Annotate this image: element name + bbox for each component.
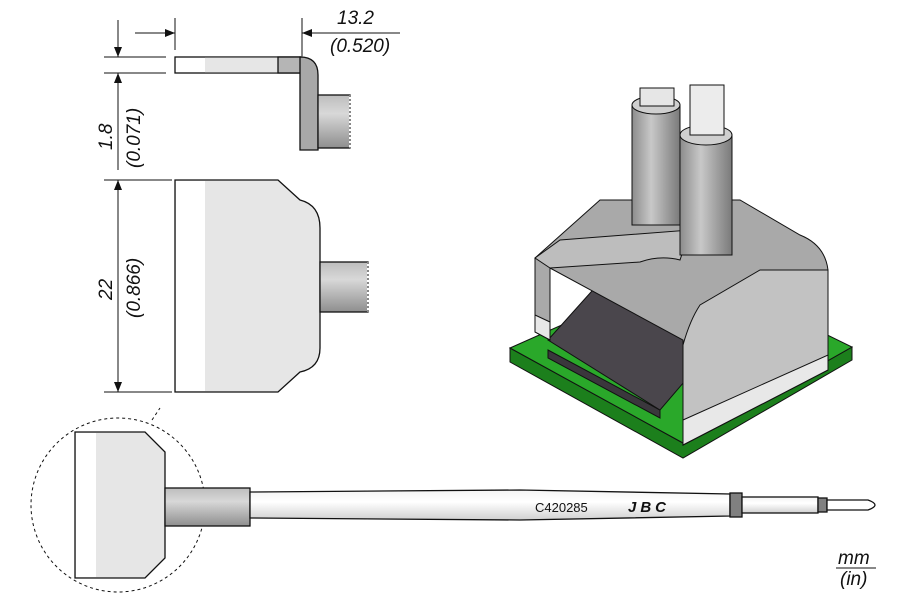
- side-view: 13.2 (0.520): [135, 8, 400, 151]
- brand-logo: JBC: [628, 499, 670, 516]
- width-mm: 22: [96, 278, 117, 301]
- front-view: 22 (0.866): [96, 179, 369, 393]
- unit-mm: mm: [838, 548, 870, 569]
- length-in: (0.520): [330, 36, 390, 57]
- thickness-mm: 1.8: [96, 123, 117, 150]
- thickness-in: (0.071): [124, 108, 145, 168]
- part-number: C420285: [535, 500, 588, 515]
- thickness-dimension: 1.8 (0.071): [96, 20, 166, 170]
- isometric-view: [508, 84, 854, 459]
- length-mm: 13.2: [337, 8, 374, 29]
- width-in: (0.866): [124, 258, 145, 318]
- unit-in: (in): [840, 569, 867, 590]
- units-legend: mm (in): [836, 548, 876, 590]
- full-tip-view: C420285 JBC: [30, 407, 876, 593]
